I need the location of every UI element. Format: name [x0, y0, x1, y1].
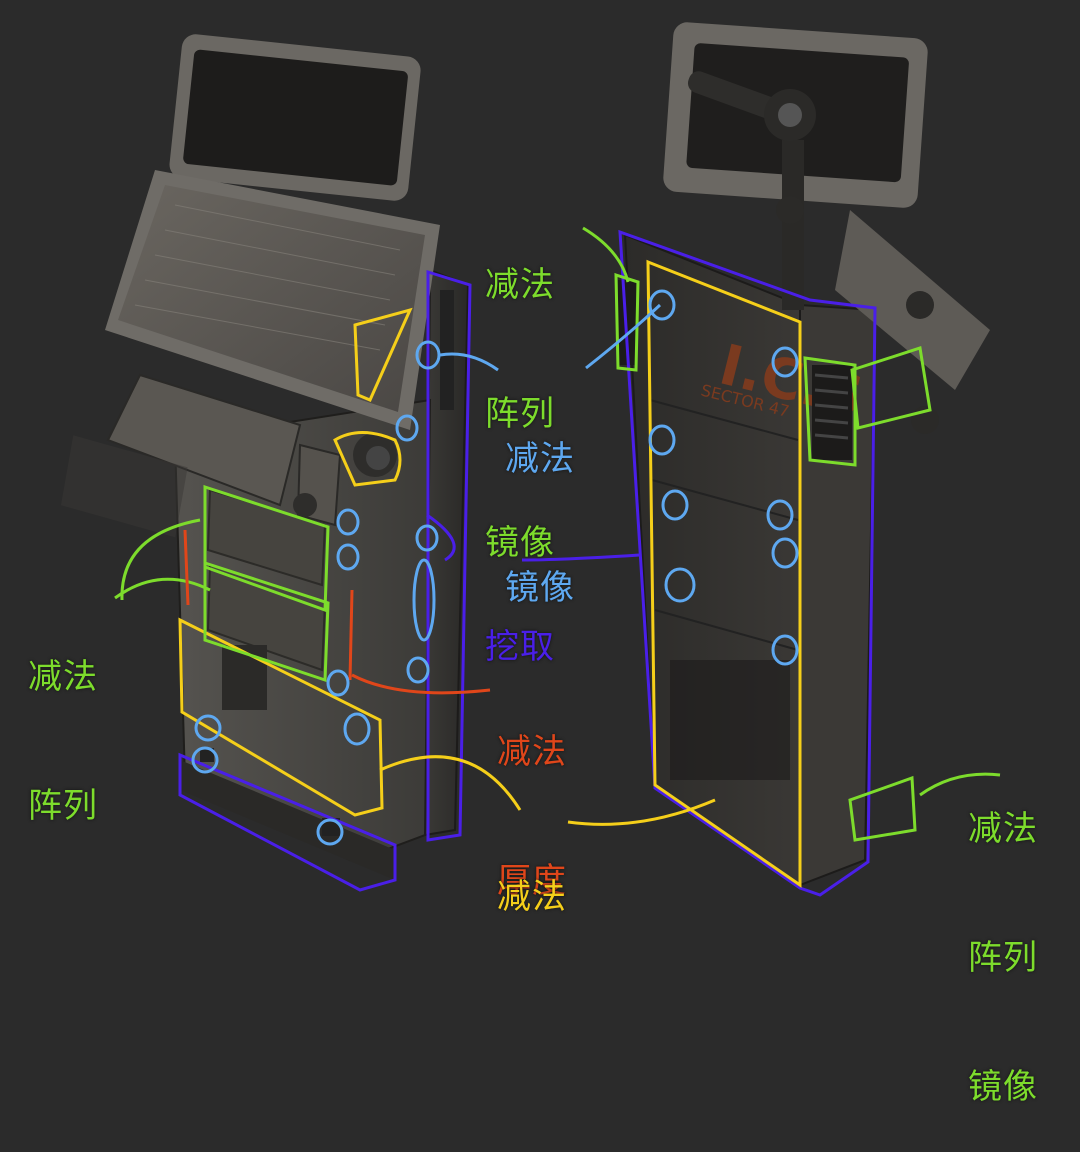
right-kiosk: I.C.S SECTOR 47 — [618, 22, 990, 887]
blue-markers — [191, 289, 799, 846]
label-left-green: 减法 阵列 — [28, 657, 98, 826]
orange-outlines — [183, 529, 491, 695]
left-kiosk — [60, 34, 470, 880]
kiosk-render-scene: I.C.S SECTOR 47 — [60, 22, 1001, 897]
label-lower-orange: 减法 厚度 — [497, 732, 567, 901]
green-outlines — [114, 226, 1001, 842]
label-right-green: 减法 阵列 镜像 — [968, 809, 1038, 1107]
yellow-outlines — [178, 259, 802, 888]
label-mid-purple: 挖取 — [485, 627, 555, 667]
purple-outlines — [178, 229, 877, 897]
label-top-right-green: 减法 阵列 镜像 — [485, 265, 555, 563]
label-mid-blue: 减法 镜像 — [505, 439, 575, 608]
label-bottom-yellow: 减法 — [497, 877, 567, 917]
